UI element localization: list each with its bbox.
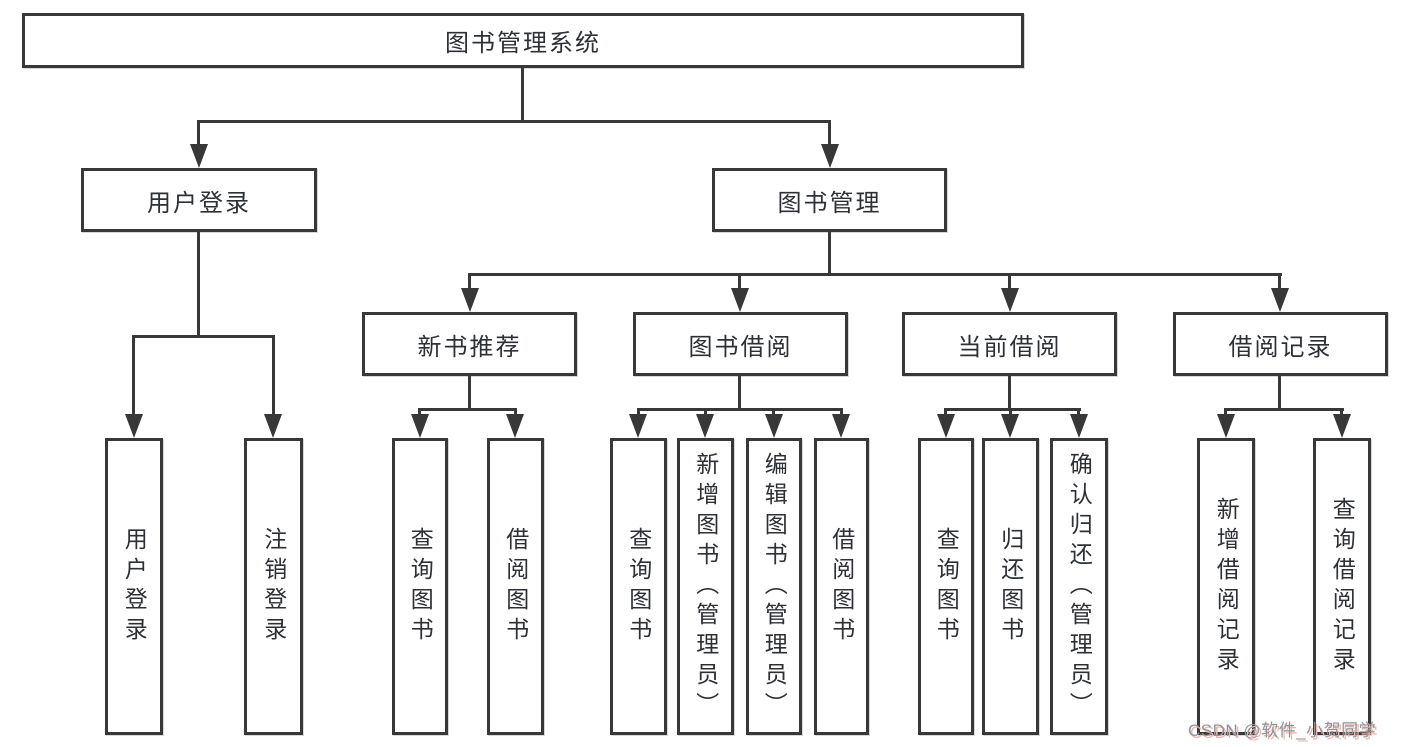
connector-vline <box>1009 408 1012 418</box>
connector-vline <box>197 120 200 148</box>
arrow-down <box>696 414 714 438</box>
arrow-down <box>190 144 208 168</box>
connector-vline <box>1224 408 1227 418</box>
leaf-label: 查询借阅记录 <box>1329 496 1356 677</box>
arrow-down <box>264 414 282 438</box>
connector-vline <box>704 408 707 418</box>
arrow-down <box>629 414 647 438</box>
leaf-label: 用户登录 <box>121 526 148 647</box>
node-query-books-current: 查询图书 <box>918 438 974 735</box>
node-borrow-books-borrowing: 借阅图书 <box>814 438 869 735</box>
leaf-label: 借阅图书 <box>502 526 529 647</box>
leaf-label: 注销登录 <box>260 526 287 647</box>
connector-vline <box>1278 273 1281 292</box>
leaf-label: 查询图书 <box>933 526 960 647</box>
arrow-down <box>731 288 749 312</box>
connector-hline <box>637 408 843 411</box>
arrow-down <box>1271 288 1289 312</box>
node-add-borrow-record: 新增借阅记录 <box>1197 438 1255 735</box>
leaf-label: 编辑图书（管理员） <box>761 451 788 722</box>
connector-vline <box>468 273 471 292</box>
node-root: 图书管理系统 <box>22 13 1024 68</box>
connector-vline <box>468 376 471 411</box>
leaf-label: 新增借阅记录 <box>1213 496 1240 677</box>
leaf-label: 查询图书 <box>407 526 434 647</box>
node-book-borrowing: 图书借阅 <box>633 312 848 376</box>
connector-vline <box>1077 408 1080 418</box>
node-confirm-return-admin: 确认归还（管理员） <box>1050 438 1108 735</box>
node-return-books: 归还图书 <box>982 438 1039 735</box>
connector-hline <box>468 273 1282 276</box>
arrow-down <box>937 414 955 438</box>
node-edit-books-admin: 编辑图书（管理员） <box>746 438 802 735</box>
connector-vline <box>1340 408 1343 418</box>
arrow-down <box>125 414 143 438</box>
connector-vline <box>738 376 741 411</box>
node-borrow-books-recommend: 借阅图书 <box>487 438 544 735</box>
connector-hline <box>944 408 1081 411</box>
arrow-down <box>832 414 850 438</box>
node-user-login: 用户登录 <box>81 168 317 232</box>
connector-vline <box>637 408 640 418</box>
arrow-down <box>1217 414 1235 438</box>
node-query-books-borrowing: 查询图书 <box>610 438 667 735</box>
connector-vline <box>840 408 843 418</box>
connector-vline <box>828 120 831 148</box>
leaf-label: 确认归还（管理员） <box>1066 451 1093 722</box>
arrow-down <box>1001 414 1019 438</box>
node-book-management: 图书管理 <box>712 168 947 232</box>
connector-vline <box>418 408 421 418</box>
connector-hline <box>418 408 517 411</box>
node-current-borrowing: 当前借阅 <box>902 312 1117 376</box>
arrow-down <box>411 414 429 438</box>
node-logout-action: 注销登录 <box>244 438 303 735</box>
arrow-down <box>461 288 479 312</box>
leaf-label: 借阅图书 <box>828 526 855 647</box>
node-borrowing-records: 借阅记录 <box>1173 312 1388 376</box>
connector-vline <box>944 408 947 418</box>
connector-hline <box>1224 408 1344 411</box>
connector-vline <box>1008 273 1011 292</box>
node-new-book-recommend: 新书推荐 <box>362 312 577 376</box>
arrow-down <box>506 414 524 438</box>
arrow-down <box>1070 414 1088 438</box>
csdn-watermark: CSDN @软件_小贺同学 <box>1188 721 1377 740</box>
arrow-down <box>821 144 839 168</box>
leaf-label: 归还图书 <box>997 526 1024 647</box>
connector-vline <box>772 408 775 418</box>
leaf-label: 查询图书 <box>625 526 652 647</box>
connector-vline <box>738 273 741 292</box>
node-user-login-action: 用户登录 <box>105 438 163 735</box>
node-add-books-admin: 新增图书（管理员） <box>677 438 734 735</box>
arrow-down <box>765 414 783 438</box>
leaf-label: 新增图书（管理员） <box>692 451 719 722</box>
connector-vline <box>514 408 517 418</box>
connector-hline <box>197 120 831 123</box>
connector-hline <box>132 335 275 338</box>
connector-vline <box>828 232 831 276</box>
connector-vline <box>272 335 275 418</box>
node-query-books-recommend: 查询图书 <box>392 438 448 735</box>
connector-vline <box>132 335 135 418</box>
node-query-borrow-record: 查询借阅记录 <box>1313 438 1371 735</box>
connector-vline <box>1008 376 1011 411</box>
connector-vline <box>521 68 524 123</box>
arrow-down <box>1333 414 1351 438</box>
connector-vline <box>1278 376 1281 411</box>
arrow-down <box>1001 288 1019 312</box>
connector-vline <box>197 232 200 338</box>
